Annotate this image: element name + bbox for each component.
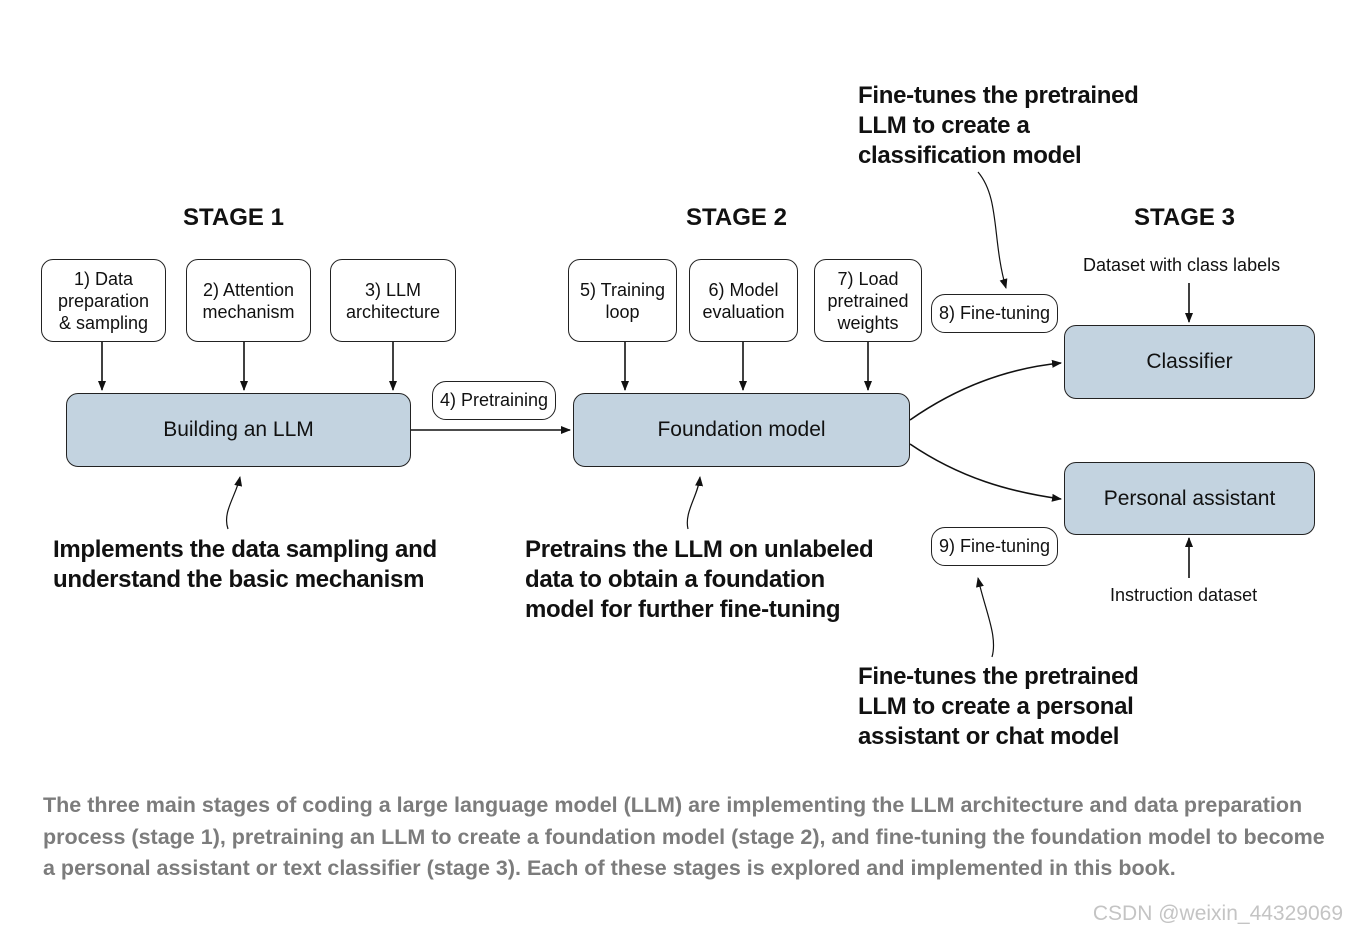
- watermark: CSDN @weixin_44329069: [1092, 902, 1343, 925]
- box-classifier: Classifier: [1064, 325, 1315, 399]
- step-training-loop: 5) Training loop: [568, 259, 677, 342]
- annotation-arrow-assistant: [976, 577, 995, 658]
- label-dataset-class-labels: Dataset with class labels: [1083, 255, 1281, 275]
- step-pretraining: 4) Pretraining: [432, 381, 556, 420]
- box-personal-assistant: Personal assistant: [1064, 462, 1315, 535]
- annotation-classification: Fine-tunes the pretrained LLM to create …: [858, 82, 1139, 169]
- annotation-stage1: Implements the data sampling and underst…: [53, 536, 437, 593]
- stage-3-title: STAGE 3: [1134, 204, 1235, 231]
- step-fine-tuning-8: 8) Fine-tuning: [931, 294, 1058, 333]
- arrow-foundation-to-classifier: [909, 359, 1062, 421]
- step-attention-mechanism: 2) Attention mechanism: [186, 259, 311, 342]
- annotation-arrow-stage1: [226, 476, 243, 530]
- box-foundation-model: Foundation model: [573, 393, 910, 467]
- annotation-stage2: Pretrains the LLM on unlabeled data to o…: [525, 536, 874, 623]
- arrow-foundation-to-assistant: [909, 443, 1062, 502]
- stage-1-title: STAGE 1: [183, 204, 284, 231]
- stage-2-title: STAGE 2: [686, 204, 787, 231]
- step-load-pretrained-weights: 7) Load pretrained weights: [814, 259, 922, 342]
- step-data-preparation: 1) Data preparation & sampling: [41, 259, 166, 342]
- step-llm-architecture: 3) LLM architecture: [330, 259, 456, 342]
- annotation-arrow-stage2: [686, 476, 704, 530]
- step-fine-tuning-9: 9) Fine-tuning: [931, 527, 1058, 566]
- step-model-evaluation: 6) Model evaluation: [689, 259, 798, 342]
- annotation-arrow-classification: [977, 171, 1008, 289]
- box-building-an-llm: Building an LLM: [66, 393, 411, 467]
- figure-caption: The three main stages of coding a large …: [43, 793, 1325, 881]
- label-instruction-dataset: Instruction dataset: [1110, 585, 1258, 605]
- annotation-assistant: Fine-tunes the pretrained LLM to create …: [858, 663, 1139, 750]
